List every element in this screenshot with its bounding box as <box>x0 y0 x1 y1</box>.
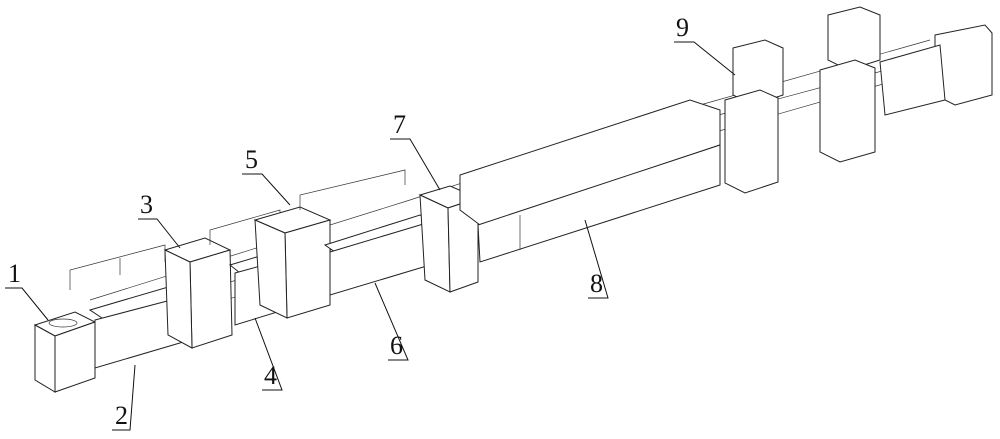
label-3: 3 <box>138 190 180 248</box>
svg-text:9: 9 <box>676 13 689 42</box>
unit-5-station <box>255 207 330 318</box>
label-2: 2 <box>112 365 135 430</box>
unit-1-loading-cabinet <box>35 312 95 392</box>
svg-text:6: 6 <box>390 331 403 360</box>
svg-text:2: 2 <box>115 401 128 430</box>
svg-text:3: 3 <box>140 190 153 219</box>
label-4: 4 <box>255 318 282 390</box>
label-5: 5 <box>242 145 290 205</box>
label-1: 1 <box>5 259 48 320</box>
svg-text:1: 1 <box>8 259 21 288</box>
svg-text:7: 7 <box>393 110 406 139</box>
svg-text:5: 5 <box>245 145 258 174</box>
label-9: 9 <box>674 13 735 75</box>
unit-9-towers <box>725 7 992 193</box>
svg-text:4: 4 <box>264 361 277 390</box>
label-6: 6 <box>375 283 408 360</box>
label-8: 8 <box>585 220 608 298</box>
unit-3-station <box>165 238 232 348</box>
label-7: 7 <box>390 110 440 190</box>
